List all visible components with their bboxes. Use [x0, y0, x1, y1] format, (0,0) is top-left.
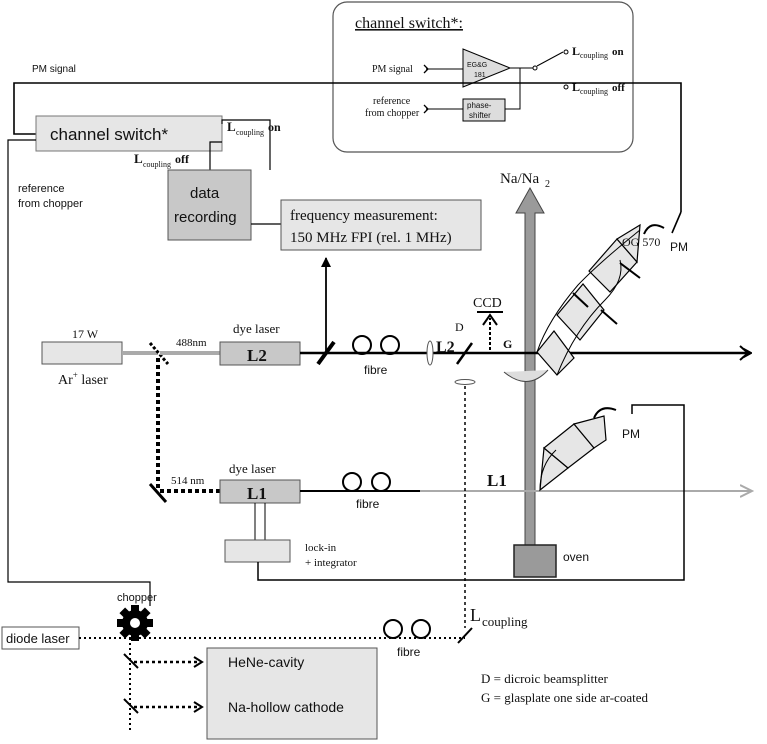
channel-switch-box	[35, 115, 223, 152]
fibre-coil-upper	[352, 335, 400, 355]
label-488nm: 488nm	[176, 337, 207, 349]
collection-optics-lower	[539, 415, 607, 492]
legend-G: G = glasplate one side ar-coated	[481, 690, 648, 705]
glasplate-G	[503, 369, 549, 382]
lockin-label-2: + integrator	[305, 557, 357, 569]
chopper-label: chopper	[117, 592, 157, 604]
ccd-label: CCD	[473, 296, 502, 311]
dye-laser-label-L1: dye laser	[229, 461, 276, 476]
pm-upper	[643, 224, 665, 235]
inset-pm-signal: PM signal	[372, 64, 413, 75]
legend-D: D = dicroic beamsplitter	[481, 671, 608, 686]
L1-beam-label: L1	[487, 471, 507, 490]
switch-lever	[536, 51, 564, 67]
diode-laser-label: diode laser	[6, 631, 70, 646]
pm-signal-wire	[13, 82, 682, 212]
fibre-coil-lower	[342, 472, 391, 492]
hene-nahollow-box	[206, 647, 378, 740]
data-recording-box	[167, 169, 252, 241]
amp-label-1: EG&G	[467, 62, 487, 69]
off-label: off	[175, 152, 190, 166]
coupling-L: L	[470, 605, 481, 625]
label-514nm: 514 nm	[171, 475, 205, 487]
L2-beam-label: L2	[436, 339, 455, 356]
mirror-2	[316, 340, 336, 366]
off-L: L	[134, 151, 143, 166]
oven-label: oven	[563, 550, 589, 564]
chopper-wheel-icon	[117, 605, 153, 641]
mirror-L1	[148, 483, 168, 503]
reference-wire	[7, 139, 151, 606]
og570-label: OG 570	[622, 235, 660, 249]
dichroic-D	[455, 342, 474, 365]
coupling-sub: coupling	[482, 614, 528, 629]
inset-reference-2: from chopper	[365, 108, 420, 119]
inset-off-sub: coupling	[580, 87, 608, 96]
inset-title: channel switch*:	[355, 15, 463, 32]
fibre-label-lower: fibre	[356, 497, 380, 511]
coupling-mirror	[457, 627, 473, 644]
na-sub: 2	[545, 179, 550, 190]
fibre-label-diode: fibre	[397, 645, 421, 659]
channel-switch-label: channel switch*	[50, 125, 169, 144]
channel-switch-inset: channel switch*: PM signal EG&G 181 L co…	[332, 1, 634, 153]
amplifier-symbol	[462, 48, 512, 88]
inset-reference-1: reference	[373, 96, 411, 107]
atomic-beam-arrow	[515, 186, 545, 546]
lens-upper	[426, 340, 434, 366]
data-recording-label-2: recording	[174, 209, 237, 226]
amp-label-2: 181	[474, 72, 486, 79]
reference-label-1: reference	[18, 183, 64, 195]
L2-label: L2	[247, 346, 267, 365]
on-label: on	[268, 120, 281, 134]
frequency-label-2: 150 MHz FPI (rel. 1 MHz)	[290, 230, 452, 246]
inset-on-L: L	[572, 44, 580, 58]
D-label: D	[455, 320, 464, 334]
phase-label-1: phase-	[467, 101, 492, 110]
na-label: Na/Na	[500, 171, 539, 187]
na-hollow-label: Na-hollow cathode	[228, 699, 344, 715]
ar-laser-label: Ar+ laser	[58, 370, 108, 388]
fibre-label-upper: fibre	[364, 363, 388, 377]
inset-on: on	[612, 46, 624, 58]
inset-off: off	[612, 82, 625, 94]
lockin-label-1: lock-in	[305, 542, 337, 554]
on-sub: coupling	[236, 128, 264, 137]
off-sub: coupling	[143, 160, 171, 169]
phase-shifter-box	[462, 98, 506, 122]
L1-label: L1	[247, 484, 267, 503]
pm-lower	[593, 407, 617, 419]
G-label: G	[503, 337, 512, 351]
dye-laser-label-L2: dye laser	[233, 321, 280, 336]
pm-label-upper: PM	[670, 240, 688, 254]
frequency-label-1: frequency measurement:	[290, 208, 438, 224]
reference-label-2: from chopper	[18, 198, 83, 210]
inset-on-sub: coupling	[580, 51, 608, 60]
phase-label-2: shifter	[469, 111, 491, 120]
oven-box	[513, 544, 557, 578]
pm-signal-label: PM signal	[32, 64, 76, 75]
ar-laser-box	[41, 341, 123, 365]
data-recording-label-1: data	[190, 185, 220, 202]
ar-laser-power: 17 W	[72, 327, 99, 341]
on-L: L	[227, 119, 236, 134]
hene-label: HeNe-cavity	[228, 654, 304, 670]
inset-off-L: L	[572, 80, 580, 94]
fibre-coil-diode	[383, 619, 431, 639]
lockin-box	[224, 539, 291, 563]
pm-label-lower: PM	[622, 427, 640, 441]
frequency-measurement-box	[280, 199, 482, 251]
